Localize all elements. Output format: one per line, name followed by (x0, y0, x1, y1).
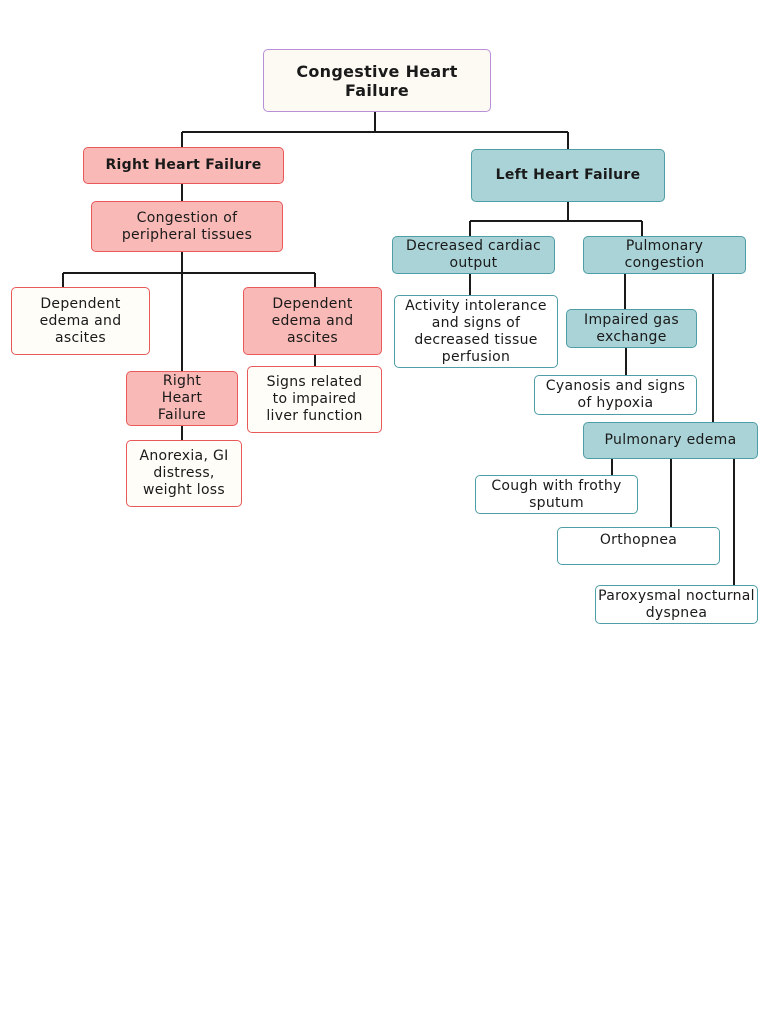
liver-function-node: Signs related to impaired liver function (247, 366, 382, 433)
pulmonary-edema-label: Pulmonary edema (604, 432, 737, 448)
orthopnea-label: Orthopnea (599, 532, 678, 548)
anorexia-label: Anorexia, GI distress, weight loss (139, 448, 229, 498)
cyanosis-label: Cyanosis and signs of hypoxia (545, 378, 686, 411)
pulmonary-edema-node: Pulmonary edema (583, 422, 758, 459)
right-heart-failure-sub-node: Right Heart Failure (126, 371, 238, 426)
dependent-edema-right-label: Dependent edema and ascites (271, 295, 354, 346)
decreased-output-node: Decreased cardiac output (392, 236, 555, 274)
congestion-node: Congestion of peripheral tissues (91, 201, 283, 252)
dependent-edema-left-node: Dependent edema and ascites (11, 287, 150, 355)
orthopnea-node: Orthopnea (557, 527, 720, 565)
pnd-label: Paroxysmal nocturnal dyspnea (598, 587, 755, 621)
impaired-gas-node: Impaired gas exchange (566, 309, 697, 348)
right-heart-failure-sub-label: Right Heart Failure (157, 373, 207, 423)
left-heart-failure-node: Left Heart Failure (471, 149, 665, 202)
right-heart-failure-node: Right Heart Failure (83, 147, 284, 184)
dependent-edema-right-node: Dependent edema and ascites (243, 287, 382, 355)
root-label: Congestive Heart Failure (296, 61, 458, 100)
pulmonary-congestion-label: Pulmonary congestion (624, 238, 705, 271)
cyanosis-node: Cyanosis and signs of hypoxia (534, 375, 697, 415)
left-heart-failure-label: Left Heart Failure (495, 167, 641, 183)
activity-intolerance-node: Activity intolerance and signs of decrea… (394, 295, 558, 368)
cough-node: Cough with frothy sputum (475, 475, 638, 514)
congestion-label: Congestion of peripheral tissues (121, 209, 253, 243)
root-node: Congestive Heart Failure (263, 49, 491, 112)
liver-function-label: Signs related to impaired liver function (266, 374, 363, 424)
pulmonary-congestion-node: Pulmonary congestion (583, 236, 746, 274)
cough-label: Cough with frothy sputum (491, 477, 622, 511)
right-heart-failure-label: Right Heart Failure (105, 157, 262, 173)
impaired-gas-label: Impaired gas exchange (584, 311, 679, 345)
decreased-output-label: Decreased cardiac output (406, 238, 541, 271)
pnd-node: Paroxysmal nocturnal dyspnea (595, 585, 758, 624)
activity-intolerance-label: Activity intolerance and signs of decrea… (405, 297, 547, 365)
dependent-edema-left-label: Dependent edema and ascites (39, 295, 122, 346)
anorexia-node: Anorexia, GI distress, weight loss (126, 440, 242, 507)
